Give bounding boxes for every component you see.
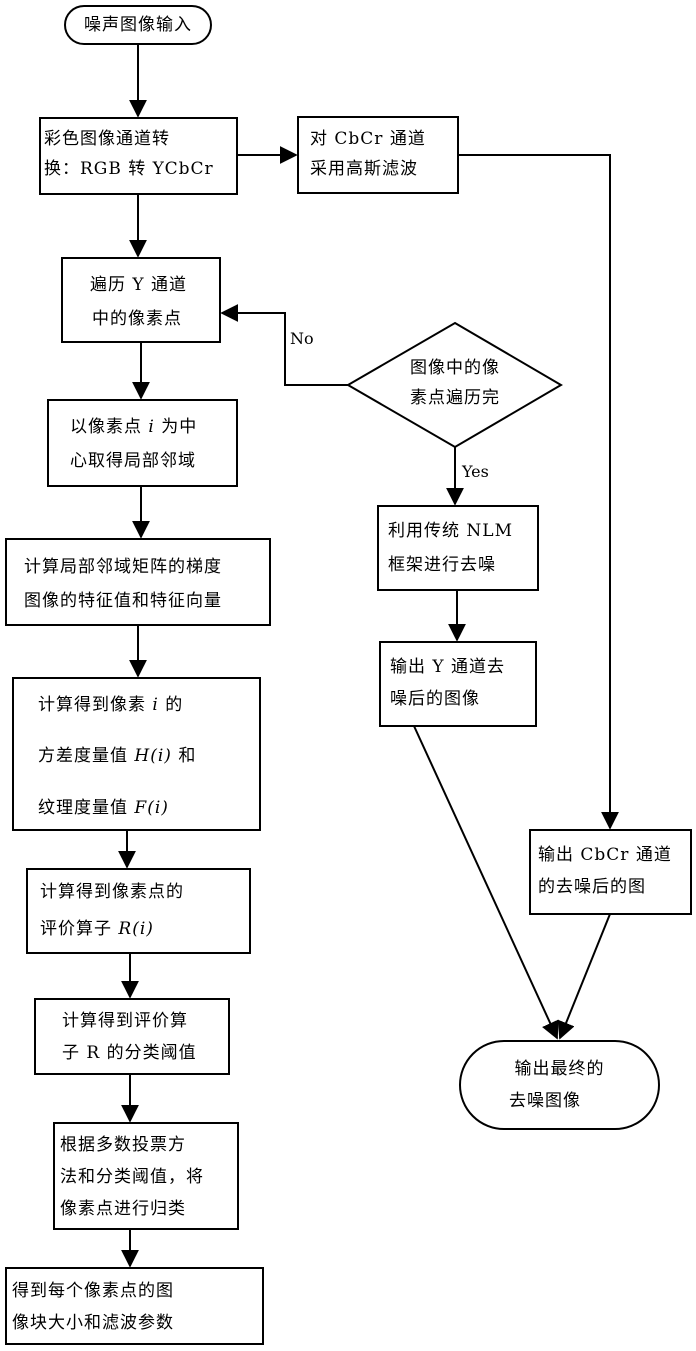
edge-output-cbcr-to-final <box>560 914 610 1038</box>
local-neighborhood-text-2: 心取得局部邻域 <box>70 446 196 476</box>
nlm-text-2: 框架进行去噪 <box>388 550 496 580</box>
output-cbcr-text-1: 输出 CbCr 通道 <box>538 840 672 870</box>
decision-text-2: 素点遍历完 <box>395 383 515 413</box>
color-convert-text-1: 彩色图像通道转 <box>44 124 170 154</box>
color-convert-text-2: 换：RGB 转 YCbCr <box>44 154 214 184</box>
classify-text-1: 根据多数投票方 <box>60 1130 186 1160</box>
classify-text-3: 像素点进行归类 <box>60 1194 186 1224</box>
evaluation-operator-text-2: 评价算子 R(i) <box>40 914 154 944</box>
output-y-text-1: 输出 Y 通道去 <box>390 652 505 682</box>
classify-text-2: 法和分类阈值，将 <box>60 1162 204 1192</box>
edge-label-no: No <box>290 329 314 349</box>
cbcr-filter-text-2: 采用高斯滤波 <box>310 154 418 184</box>
threshold-text-1: 计算得到评价算 <box>62 1006 188 1036</box>
cbcr-filter-text-1: 对 CbCr 通道 <box>310 124 426 154</box>
output-cbcr-text-2: 的去噪后的图 <box>538 872 646 902</box>
edge-output-y-to-final <box>414 726 557 1038</box>
traverse-y-text-2: 中的像素点 <box>92 304 182 334</box>
final-output-text-2: 去噪图像 <box>460 1086 630 1116</box>
variance-texture-text-3: 纹理度量值 F(i) <box>38 793 169 823</box>
threshold-text-2: 子 R 的分类阈值 <box>62 1038 197 1068</box>
params-text-2: 像块大小和滤波参数 <box>12 1308 174 1338</box>
variance-texture-text-1: 计算得到像素 i 的 <box>38 690 183 720</box>
start-text: 噪声图像输入 <box>65 10 211 40</box>
edge-decision-no-to-traverse <box>222 313 348 385</box>
variance-texture-text-2: 方差度量值 H(i) 和 <box>38 741 196 771</box>
nlm-text-1: 利用传统 NLM <box>388 516 513 546</box>
gradient-eigen-text-2: 图像的特征值和特征向量 <box>24 586 222 616</box>
edge-label-yes: Yes <box>462 462 489 482</box>
gradient-eigen-text-1: 计算局部邻域矩阵的梯度 <box>24 552 222 582</box>
evaluation-operator-text-1: 计算得到像素点的 <box>40 877 184 907</box>
decision-text-1: 图像中的像 <box>395 353 515 383</box>
local-neighborhood-text-1: 以像素点 i 为中 <box>70 412 197 442</box>
output-y-text-2: 噪后的图像 <box>390 684 480 714</box>
params-text-1: 得到每个像素点的图 <box>12 1276 174 1306</box>
traverse-y-text-1: 遍历 Y 通道 <box>90 270 187 300</box>
edge-cbcr-to-output-cbcr <box>458 155 610 828</box>
final-output-text-1: 输出最终的 <box>460 1054 659 1084</box>
